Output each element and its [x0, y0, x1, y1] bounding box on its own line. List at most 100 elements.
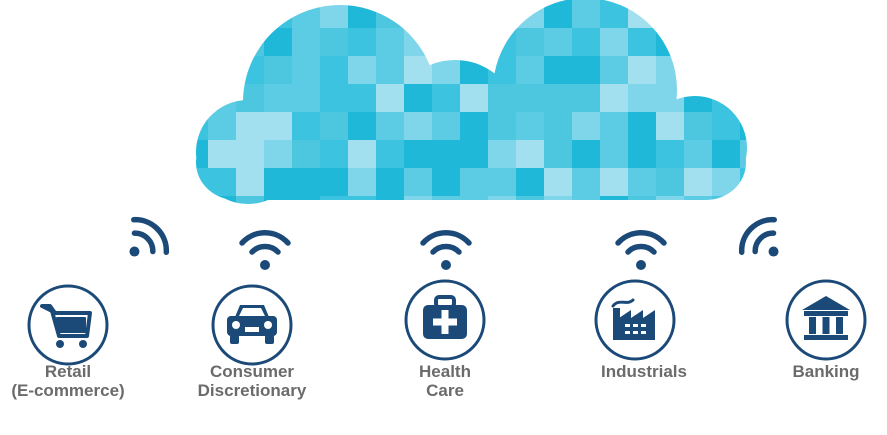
label-banking: Banking	[792, 362, 860, 381]
cloud-tile	[684, 112, 712, 140]
health-badge	[404, 279, 486, 361]
factory-icon	[611, 298, 655, 340]
cloud-tile	[740, 28, 747, 56]
cloud-tile	[264, 168, 292, 196]
cloud-tile	[196, 0, 208, 28]
cloud-tile	[320, 56, 348, 84]
cloud-tile	[572, 112, 600, 140]
cloud-tile	[712, 28, 740, 56]
cloud-tile	[684, 196, 712, 204]
label-retail: Retail (E-commerce)	[11, 362, 125, 400]
cloud-tile	[320, 28, 348, 56]
cloud-tile	[264, 0, 292, 28]
cloud-tile	[292, 28, 320, 56]
cloud-tile	[236, 140, 264, 168]
cloud-tile	[264, 196, 292, 204]
cloud-tile	[376, 84, 404, 112]
cloud-tile	[404, 56, 432, 84]
cloud-tile	[572, 196, 600, 204]
cloud-tile	[516, 196, 544, 204]
cloud-tile	[208, 28, 236, 56]
cloud-tile	[600, 0, 628, 28]
cloud-tile	[376, 140, 404, 168]
cloud-tile	[572, 56, 600, 84]
cloud-tile	[432, 196, 460, 204]
cloud-tile	[460, 28, 488, 56]
cloud-tile	[600, 168, 628, 196]
cloud-tile	[488, 140, 516, 168]
cloud-tile	[196, 56, 208, 84]
medical-kit-icon	[423, 295, 467, 339]
cloud-tile	[292, 0, 320, 28]
cloud-tile	[712, 84, 740, 112]
cloud-tile	[544, 0, 572, 28]
signal-retail	[129, 216, 170, 257]
cloud-tile	[292, 56, 320, 84]
cloud-tile	[516, 84, 544, 112]
cloud-tile	[656, 196, 684, 204]
cloud-tile	[740, 140, 747, 168]
cloud-tile	[656, 84, 684, 112]
cloud-tile	[544, 56, 572, 84]
cloud-tile	[292, 84, 320, 112]
signal-consumer	[239, 230, 291, 270]
cloud-tile	[460, 112, 488, 140]
cloud-tile	[236, 28, 264, 56]
cloud-tile	[572, 0, 600, 28]
cloud-tile	[376, 196, 404, 204]
bank-icon	[802, 296, 850, 340]
cloud-tile	[236, 56, 264, 84]
cloud-tile	[544, 196, 572, 204]
cloud-tile	[628, 168, 656, 196]
cloud-tile	[348, 0, 376, 28]
cloud-tile	[684, 140, 712, 168]
cloud-tile	[264, 112, 292, 140]
cloud-tile	[292, 168, 320, 196]
cloud-tile	[432, 112, 460, 140]
cloud-tile	[600, 56, 628, 84]
cloud-tile	[684, 168, 712, 196]
cloud-tile	[264, 28, 292, 56]
cloud-tile	[320, 84, 348, 112]
cloud-tile	[208, 112, 236, 140]
cloud-tile	[348, 196, 376, 204]
cloud-tile	[196, 168, 208, 196]
cloud-tile	[208, 56, 236, 84]
cloud-tile	[656, 28, 684, 56]
cloud-tile	[404, 196, 432, 204]
cloud-tile	[656, 112, 684, 140]
cloud-tile	[488, 28, 516, 56]
cloud-tile	[208, 84, 236, 112]
cloud-tile	[656, 0, 684, 28]
cloud-tile	[208, 196, 236, 204]
cloud-tile	[292, 140, 320, 168]
banking-badge	[785, 279, 867, 361]
cloud-tile	[488, 196, 516, 204]
cloud-tile	[544, 140, 572, 168]
cloud-tile	[600, 140, 628, 168]
cloud-tile	[196, 196, 208, 204]
cloud-tile	[460, 196, 488, 204]
cloud-tile	[516, 56, 544, 84]
cloud-tile	[544, 84, 572, 112]
cloud-tile	[236, 168, 264, 196]
cloud-tile	[544, 168, 572, 196]
cloud-tile	[196, 28, 208, 56]
cloud-tile	[404, 0, 432, 28]
cloud-tile	[208, 168, 236, 196]
cloud-tile	[712, 56, 740, 84]
cloud-tile	[572, 28, 600, 56]
cloud-tile	[432, 28, 460, 56]
cloud-tile	[628, 196, 656, 204]
cloud-tile	[628, 112, 656, 140]
cloud-tile	[516, 112, 544, 140]
cloud-tile	[460, 84, 488, 112]
signal-banking	[738, 216, 779, 257]
cloud-tile	[196, 140, 208, 168]
signal-industrials	[615, 230, 667, 270]
cloud-tile	[292, 196, 320, 204]
label-health-care: Health Care	[419, 362, 471, 400]
cloud-tile	[320, 112, 348, 140]
